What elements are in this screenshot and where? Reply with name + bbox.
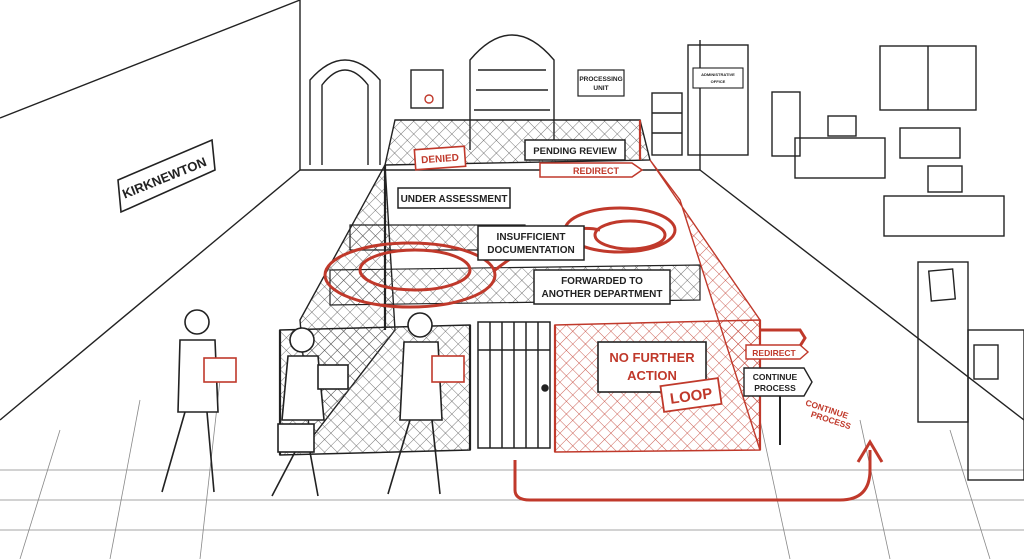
processing-unit-line1: PROCESSING <box>579 76 622 83</box>
under-assessment-label: UNDER ASSESSMENT <box>401 194 508 205</box>
redirect-top-label: REDIRECT <box>573 166 620 176</box>
pending-review-label: PENDING REVIEW <box>533 146 616 157</box>
redirect-right-label: REDIRECT <box>752 348 796 358</box>
loop-label: LOOP <box>669 385 713 408</box>
admin-office-line2: OFFICE <box>711 79 726 84</box>
woman-with-briefcase <box>271 327 349 497</box>
insufficient-line2: DOCUMENTATION <box>487 245 574 256</box>
no-further-action-line1: NO FURTHER <box>609 350 695 365</box>
processing-unit-line2: UNIT <box>593 85 608 92</box>
forwarded-line2: ANOTHER DEPARTMENT <box>542 289 663 300</box>
people <box>161 309 465 497</box>
maze-gate <box>477 321 551 449</box>
admin-office-line1: ADMINISTRATIVE <box>701 72 735 77</box>
forwarded-line1: FORWARDED TO <box>561 276 643 287</box>
continue-process-sign-line1: CONTINUE <box>753 372 798 382</box>
sign-boxes <box>117 67 813 445</box>
denied-label: DENIED <box>421 153 459 167</box>
man-carrying-files-left <box>161 309 237 493</box>
continue-process-sign-line2: PROCESS <box>754 383 796 393</box>
insufficient-line1: INSUFFICIENT <box>497 232 566 243</box>
no-further-action-line2: ACTION <box>627 368 677 383</box>
man-carrying-files-right <box>387 312 465 495</box>
